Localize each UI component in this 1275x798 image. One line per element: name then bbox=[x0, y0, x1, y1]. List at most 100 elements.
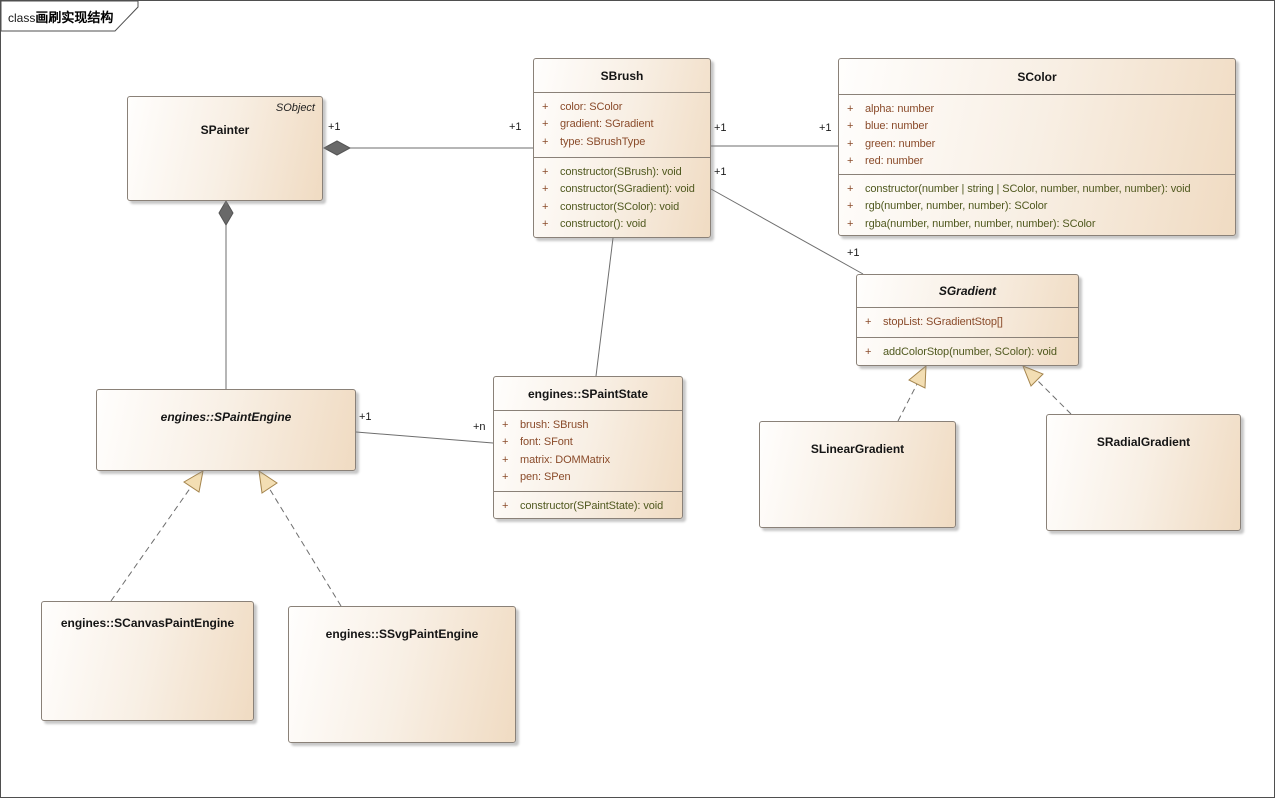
attributes-compartment: +stopList: SGradientStop[] bbox=[857, 308, 1078, 338]
realization-ssvgpaintengine-spaintengine-line bbox=[268, 487, 342, 607]
generalization-triangle-sradialgradient bbox=[1022, 365, 1044, 387]
visibility-marker: + bbox=[542, 183, 549, 196]
class-name: engines::SCanvasPaintEngine bbox=[60, 616, 235, 630]
class-name: engines::SPaintEngine bbox=[160, 410, 292, 424]
association-sbrush-sgradient-line bbox=[710, 188, 864, 275]
association-spaintengine-spaintstate-line bbox=[355, 431, 494, 444]
visibility-marker: + bbox=[865, 345, 872, 358]
generalization-triangle-slineargradient bbox=[908, 364, 927, 389]
visibility-marker: + bbox=[502, 499, 509, 512]
realization-sradialgradient-sgradient-line bbox=[1036, 379, 1072, 415]
attribute-row: + font: SFont bbox=[494, 434, 682, 452]
attribute-text: font: SFont bbox=[520, 436, 573, 449]
attribute-text: alpha: number bbox=[865, 102, 935, 115]
visibility-marker: + bbox=[847, 217, 854, 230]
attribute-row: +color: SColor bbox=[534, 98, 710, 116]
attribute-row: +type: SBrushType bbox=[534, 133, 710, 151]
attributes-compartment: + brush: SBrush + font: SFont + matrix: DOM… bbox=[494, 411, 682, 492]
attribute-text: stopList: SGradientStop[] bbox=[883, 315, 1003, 328]
multiplicity-label: +n bbox=[473, 421, 486, 433]
attribute-text: pen: SPen bbox=[520, 471, 571, 484]
visibility-marker: + bbox=[542, 118, 549, 131]
method-text: constructor(SBrush): void bbox=[560, 165, 682, 178]
class-spainter[interactable]: SObject SPainter bbox=[127, 96, 323, 201]
attribute-text: blue: number bbox=[865, 120, 929, 133]
visibility-marker: + bbox=[847, 182, 854, 195]
method-row: + constructor(SBrush): void bbox=[534, 163, 710, 181]
attribute-text: type: SBrushType bbox=[560, 135, 646, 148]
class-scanvaspaintengine[interactable]: engines::SCanvasPaintEngine bbox=[41, 601, 254, 721]
attributes-compartment: + alpha: number +blue: number + green: num… bbox=[839, 95, 1235, 175]
class-name: SBrush bbox=[534, 59, 710, 93]
attribute-row: +blue: number bbox=[839, 118, 1235, 136]
multiplicity-label: +1 bbox=[359, 411, 372, 423]
class-name: SLinearGradient bbox=[810, 442, 905, 456]
method-row: + rgba(number, number, number, number): S… bbox=[839, 215, 1235, 233]
attribute-row: + pen: SPen bbox=[494, 469, 682, 487]
multiplicity-label: +1 bbox=[819, 122, 832, 134]
visibility-marker: + bbox=[502, 453, 509, 466]
method-row: + rgb(number, number, number): SColor bbox=[839, 198, 1235, 216]
diagram-type-keyword: class bbox=[8, 11, 36, 25]
multiplicity-label: +1 bbox=[714, 166, 727, 178]
class-scolor[interactable]: SColor +alpha: number +blue: number +gre… bbox=[838, 58, 1236, 236]
visibility-marker: + bbox=[502, 436, 509, 449]
multiplicity-label: +1 bbox=[509, 121, 522, 133]
attribute-row: + red: number bbox=[839, 153, 1235, 171]
diagram-frame-tab bbox=[1, 1, 139, 32]
class-spaintengine[interactable]: engines::SPaintEngine bbox=[96, 389, 356, 471]
composition-diamond-spainter-spaintengine bbox=[218, 200, 234, 226]
method-text: constructor(): void bbox=[560, 218, 647, 231]
class-name: engines::SSvgPaintEngine bbox=[325, 627, 479, 641]
visibility-marker: + bbox=[502, 418, 509, 431]
generalization-triangle-scanvaspaintengine bbox=[183, 470, 204, 493]
attributes-compartment: +color: SColor + gradient: SGradient +typ… bbox=[534, 93, 710, 158]
class-name: SGradient bbox=[857, 275, 1078, 308]
methods-compartment: +constructor(SPaintState): void bbox=[494, 492, 682, 518]
class-parent-annotation: SObject bbox=[275, 102, 315, 114]
class-sradialgradient[interactable]: SRadialGradient bbox=[1046, 414, 1241, 531]
attribute-text: gradient: SGradient bbox=[560, 118, 654, 131]
visibility-marker: + bbox=[542, 165, 549, 178]
realization-slineargradient-sgradient-line bbox=[897, 383, 918, 422]
methods-compartment: + constructor(number | string | SColor, n… bbox=[839, 175, 1235, 235]
attribute-text: matrix: DOMMatrix bbox=[520, 453, 610, 466]
attribute-text: green: number bbox=[865, 137, 936, 150]
class-name: engines::SPaintState bbox=[494, 377, 682, 411]
visibility-marker: + bbox=[847, 102, 854, 115]
multiplicity-label: +1 bbox=[847, 247, 860, 259]
class-slineargradient[interactable]: SLinearGradient bbox=[759, 421, 956, 528]
attribute-text: red: number bbox=[865, 155, 924, 168]
attribute-row: + gradient: SGradient bbox=[534, 116, 710, 134]
method-text: rgb(number, number, number): SColor bbox=[865, 200, 1048, 213]
class-spaintstate[interactable]: engines::SPaintState +brush: SBrush +fon… bbox=[493, 376, 683, 519]
attribute-row: + matrix: DOMMatrix bbox=[494, 451, 682, 469]
multiplicity-label: +1 bbox=[328, 121, 341, 133]
class-name: SColor bbox=[839, 59, 1235, 95]
visibility-marker: + bbox=[847, 200, 854, 213]
methods-compartment: +constructor(SBrush): void +constructor(… bbox=[534, 158, 710, 237]
visibility-marker: + bbox=[542, 200, 549, 213]
diagram-title-tab: class画刷实现结构 bbox=[8, 7, 113, 27]
method-text: constructor(SGradient): void bbox=[560, 183, 695, 196]
method-text: constructor(SColor): void bbox=[560, 200, 680, 213]
class-sbrush[interactable]: SBrush +color: SColor + gradient: SGradie… bbox=[533, 58, 711, 238]
diagram-title: 画刷实现结构 bbox=[35, 10, 114, 25]
attribute-text: brush: SBrush bbox=[520, 418, 589, 431]
class-sgradient[interactable]: SGradient +stopList: SGradientStop[] + ad… bbox=[856, 274, 1079, 366]
method-text: rgba(number, number, number, number): SC… bbox=[865, 217, 1096, 230]
association-sbrush-spaintstate-line bbox=[595, 237, 614, 377]
class-ssvgpaintengine[interactable]: engines::SSvgPaintEngine bbox=[288, 606, 516, 743]
visibility-marker: + bbox=[847, 155, 854, 168]
class-name: SRadialGradient bbox=[1096, 435, 1191, 449]
visibility-marker: + bbox=[502, 471, 509, 484]
method-text: constructor(number | string | SColor, nu… bbox=[865, 182, 1191, 195]
method-row: + addColorStop(number, SColor): void bbox=[857, 343, 1078, 361]
class-name: SPainter bbox=[200, 123, 250, 137]
method-row: + constructor(SColor): void bbox=[534, 198, 710, 216]
methods-compartment: + addColorStop(number, SColor): void bbox=[857, 338, 1078, 365]
method-text: addColorStop(number, SColor): void bbox=[883, 345, 1057, 358]
method-row: +constructor(): void bbox=[534, 216, 710, 234]
